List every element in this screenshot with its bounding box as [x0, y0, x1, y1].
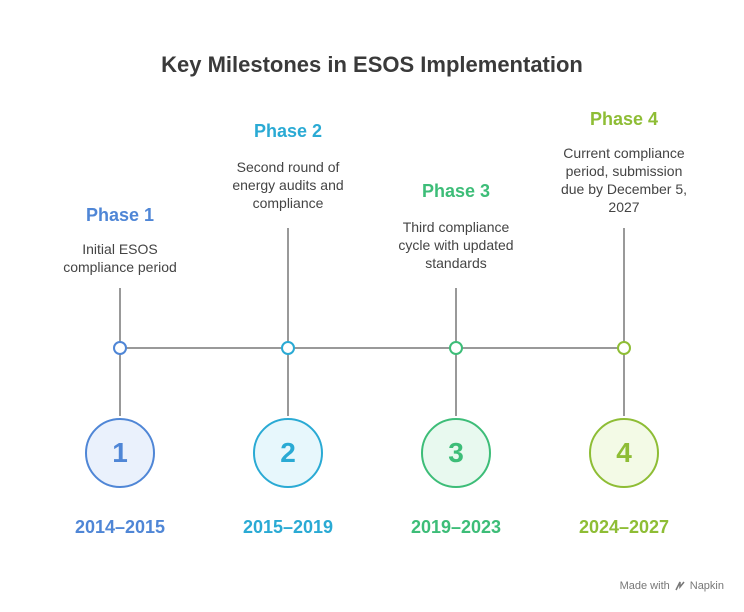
phase-2-description-line: compliance — [252, 195, 324, 211]
phase-1-years: 2014–2015 — [74, 517, 166, 537]
phase-1-title: Phase 1 — [85, 205, 155, 225]
phase-4-description-line: 2027 — [608, 199, 640, 215]
phase-4-title: Phase 4 — [589, 109, 659, 129]
phase-2-circle: 2 — [253, 418, 323, 488]
phase-1-description: Initial ESOS compliance period — [30, 240, 210, 276]
footer-attribution: Made with Napkin — [620, 580, 724, 592]
napkin-logo-icon — [675, 581, 685, 591]
phase-3-description: Third compliance cycle with updated stan… — [366, 218, 546, 272]
phase-3-description-line: standards — [425, 255, 487, 271]
timeline-node-3 — [449, 341, 463, 355]
phase-4-number: 4 — [616, 437, 632, 468]
phase-1-circle: 1 — [85, 418, 155, 488]
phase-4-description-line: Current compliance — [563, 145, 685, 161]
timeline-node-2 — [281, 341, 295, 355]
phase-2-number: 2 — [280, 437, 296, 468]
timeline-node-1 — [113, 341, 127, 355]
diagram-title: Key Milestones in ESOS Implementation — [161, 52, 583, 77]
phase-3-description-line: Third compliance — [402, 219, 510, 235]
phase-3-circle: 3 — [421, 418, 491, 488]
phase-4-years: 2024–2027 — [578, 517, 670, 537]
phase-3-years: 2019–2023 — [410, 517, 502, 537]
phase-2-description-line: Second round of — [236, 159, 340, 175]
footer-made-with: Made with — [619, 580, 670, 592]
timeline-node-4 — [617, 341, 631, 355]
phase-1-number: 1 — [112, 437, 128, 468]
phase-3-number: 3 — [448, 437, 464, 468]
phase-3-description-line: cycle with updated — [398, 237, 514, 253]
footer-brand: Napkin — [689, 580, 724, 592]
phase-2-description: Second round of energy audits and compli… — [198, 158, 378, 212]
phase-4-description: Current compliance period, submission du… — [534, 144, 714, 216]
phase-4-description-line: period, submission — [565, 163, 683, 179]
phase-4-description-line: due by December 5, — [560, 181, 688, 197]
phase-3-title: Phase 3 — [421, 181, 491, 201]
phase-2-description-line: energy audits and — [232, 177, 344, 193]
phase-4-circle: 4 — [589, 418, 659, 488]
phase-1-description-line: Initial ESOS — [82, 241, 158, 257]
phase-1-description-line: compliance period — [63, 259, 177, 275]
phase-2-title: Phase 2 — [253, 121, 323, 141]
phase-2-years: 2015–2019 — [242, 517, 334, 537]
